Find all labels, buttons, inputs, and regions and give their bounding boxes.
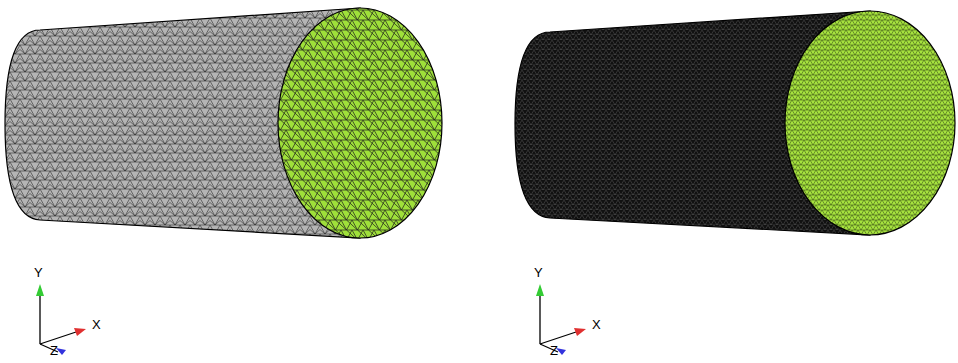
axis-label: Z xyxy=(50,344,58,357)
cylinder-face xyxy=(785,11,955,235)
axis-label: Y xyxy=(534,266,543,279)
cylinder-face xyxy=(278,8,442,238)
axis-label: Y xyxy=(34,266,43,279)
axis-label: X xyxy=(92,318,101,331)
axis-triad xyxy=(36,284,86,355)
axis-triad xyxy=(536,284,586,355)
axis-label: Z xyxy=(550,344,558,357)
axis-label: X xyxy=(592,318,601,331)
